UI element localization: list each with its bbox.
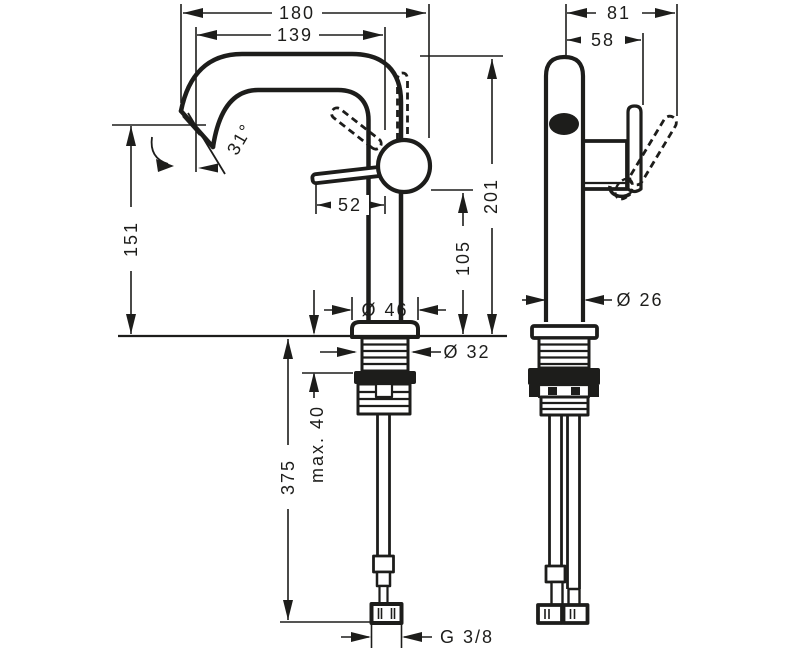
washer-side xyxy=(528,368,600,385)
side-view xyxy=(528,54,678,625)
dimension-annotations: 180 139 81 58 151 201 105 375 max. 40 52… xyxy=(112,3,678,648)
threaded-shank-side xyxy=(537,336,591,370)
hose-connector-left xyxy=(536,603,564,625)
dim-total-height-label: 201 xyxy=(481,178,501,214)
front-view xyxy=(178,51,433,625)
hose-connector-right xyxy=(561,603,590,625)
spout-outer-outline xyxy=(178,51,404,325)
threaded-shank xyxy=(360,336,410,373)
dim-spout-angle-label: 31° xyxy=(223,120,257,159)
angle-annotation xyxy=(150,112,226,175)
supply-hoses-side xyxy=(536,415,590,625)
base-flange-side xyxy=(530,324,599,340)
dim-max-counter-thickness-label: max. 40 xyxy=(307,405,327,483)
dim-body-height-label: 105 xyxy=(453,240,473,276)
side-column xyxy=(543,54,586,322)
dim-hose-length-label: 375 xyxy=(278,459,298,495)
handle-pin-side xyxy=(626,104,643,194)
handle-pivot-shade-arc xyxy=(406,177,430,194)
dim-body-diameter-label: Ø 26 xyxy=(616,290,663,310)
dim-connection-thread-label: G 3/8 xyxy=(440,627,494,647)
handle-pivot xyxy=(375,137,433,195)
handle-pin-alt-dashed xyxy=(396,71,409,140)
dim-base-diameter-label: Ø 46 xyxy=(361,300,408,320)
supply-hose xyxy=(369,414,404,625)
aerator-opening xyxy=(549,113,579,135)
dim-spout-reach-label: 139 xyxy=(277,25,313,45)
spout-inner-outline xyxy=(210,87,371,325)
handle-lever-alt-dashed xyxy=(330,106,383,151)
base-disc xyxy=(350,320,420,339)
washer xyxy=(354,371,416,384)
mounting-nut xyxy=(356,382,412,416)
hose-connector xyxy=(369,602,404,625)
dim-total-width-label: 180 xyxy=(279,3,315,23)
dim-total-depth-label: 81 xyxy=(607,3,631,23)
mounting-nut-side xyxy=(539,395,590,417)
handle-alt-dashed-side xyxy=(628,114,678,187)
dim-handle-depth-label: 58 xyxy=(591,30,615,50)
dim-lever-length-label: 52 xyxy=(338,195,362,215)
dim-spout-height-label: 151 xyxy=(121,221,141,257)
cartridge-block xyxy=(579,139,629,191)
dim-shank-diameter-label: Ø 32 xyxy=(443,342,490,362)
